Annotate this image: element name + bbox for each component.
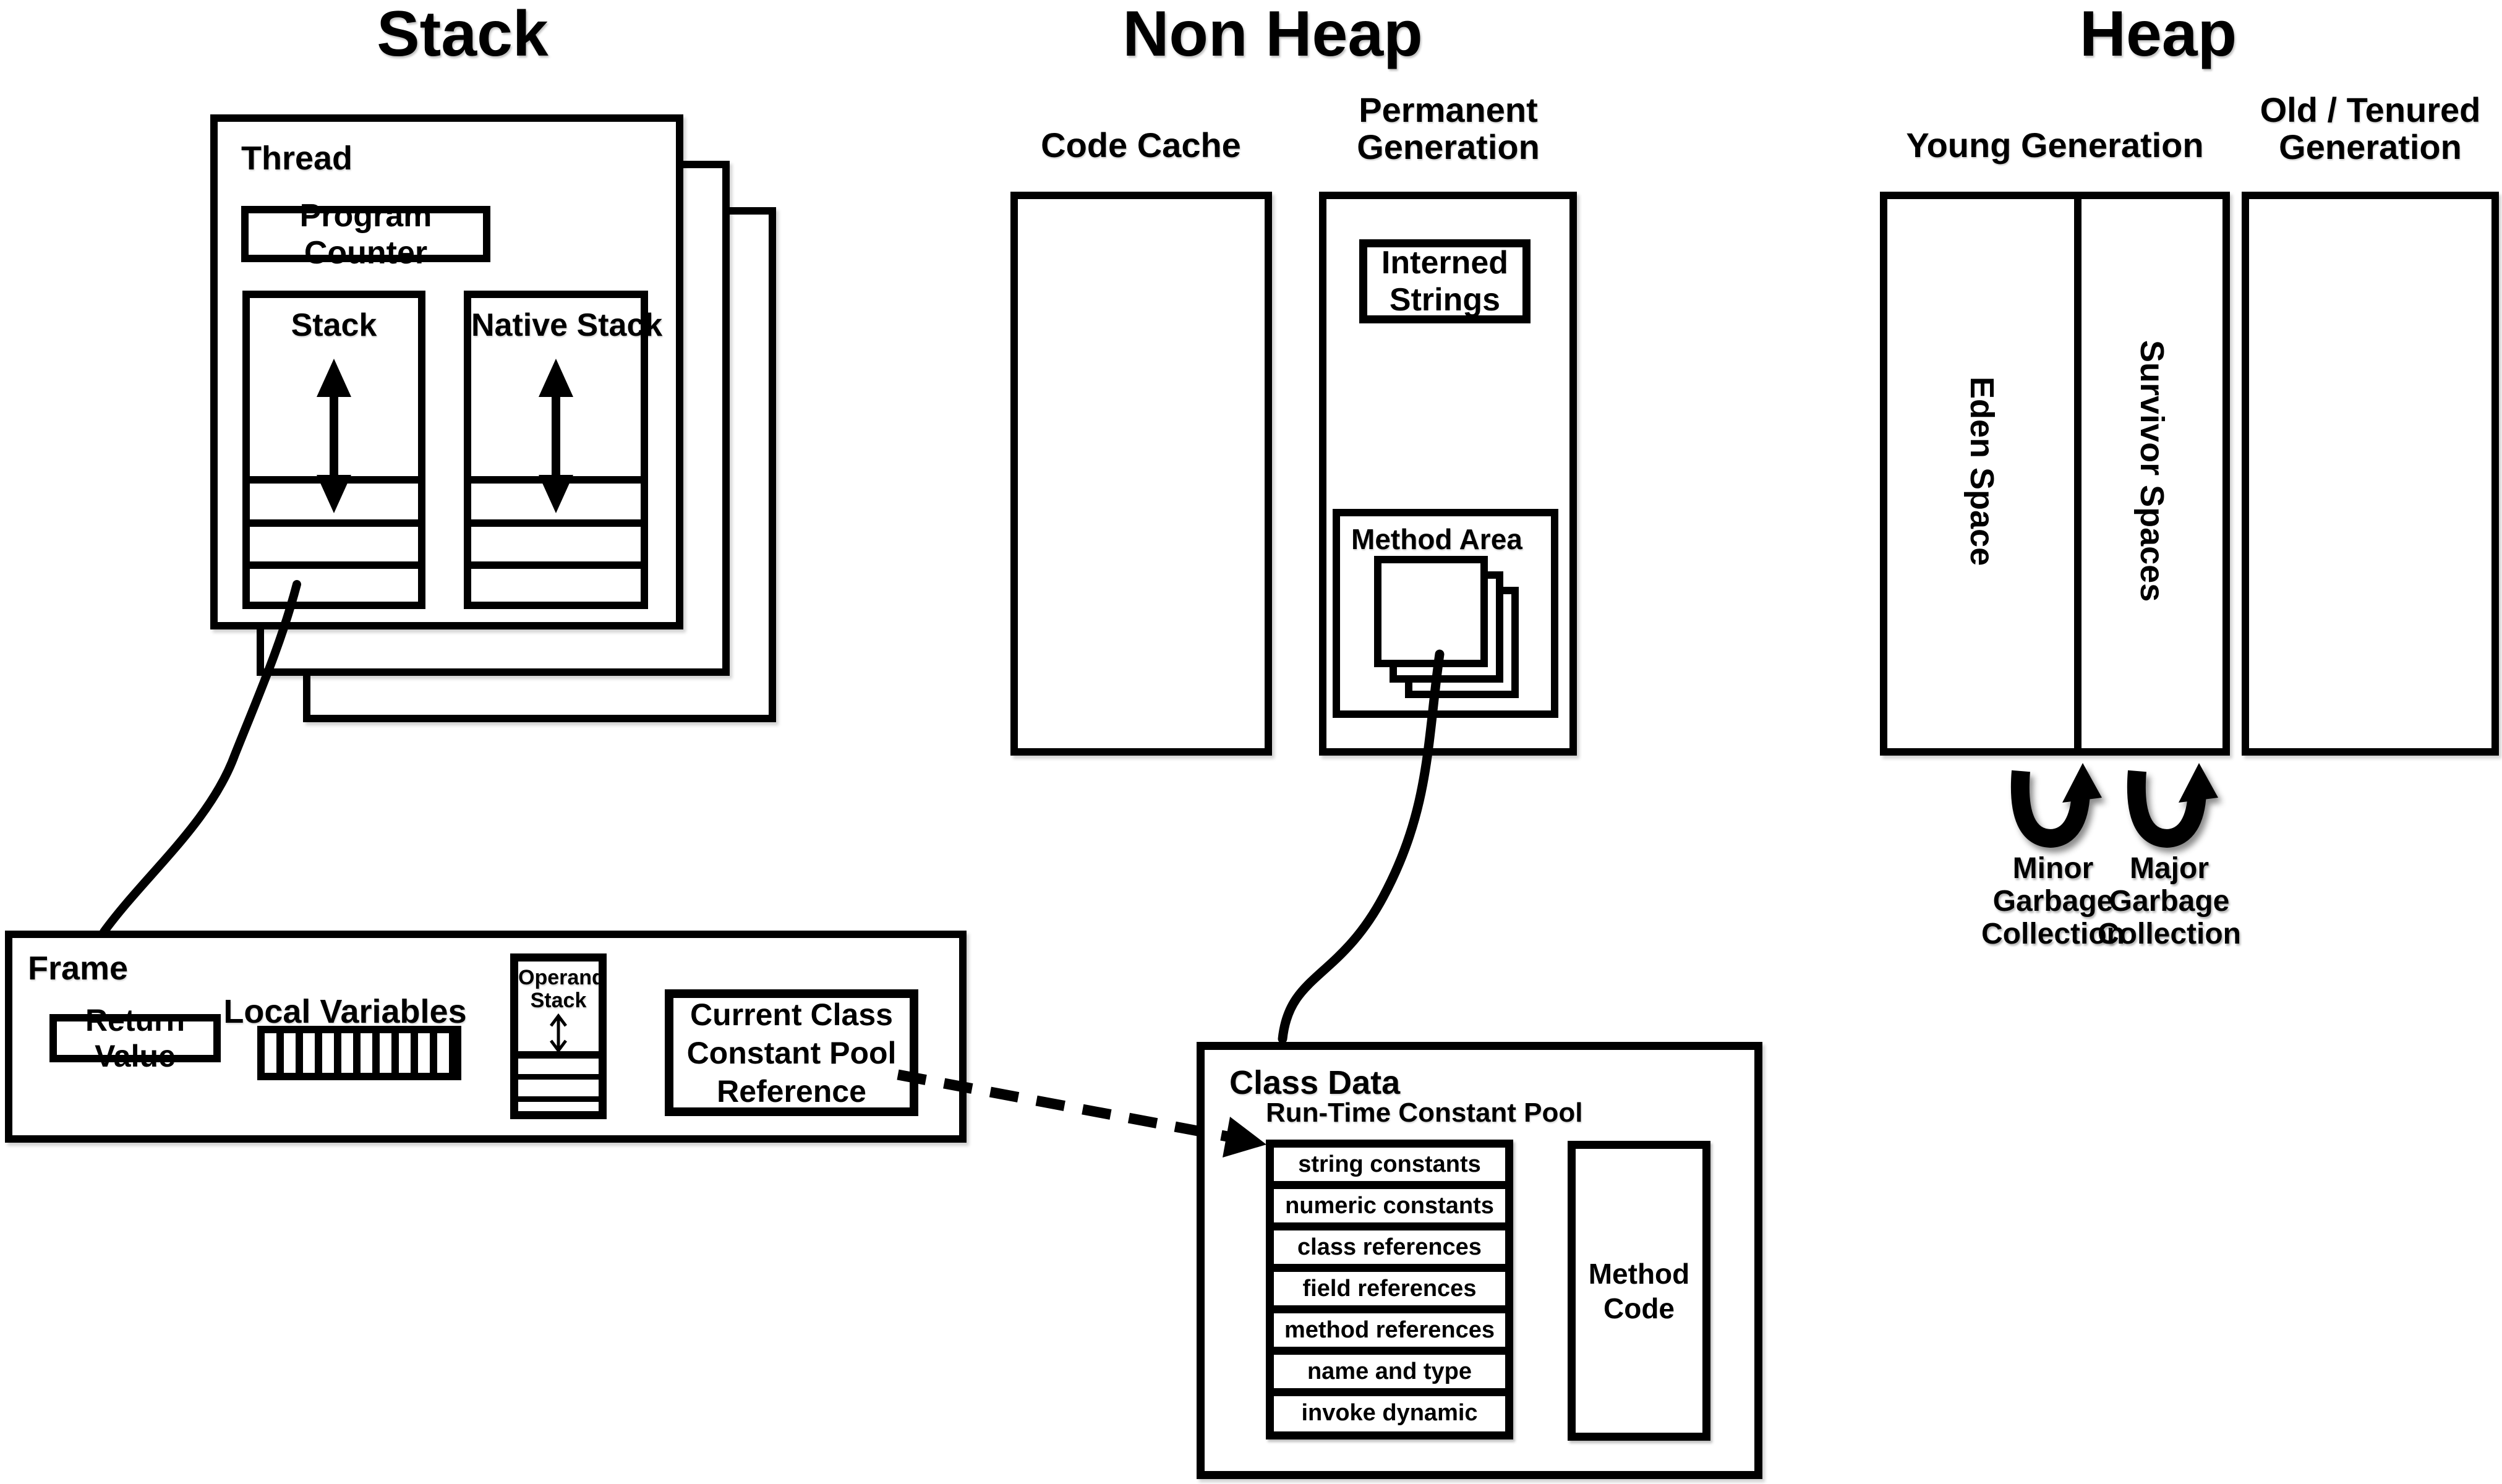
eden-space-label: Eden Space [1963,376,2000,566]
cccpr-line1: Current Class [690,997,893,1032]
major-gc-label-line3: Collection [2097,918,2242,950]
young-generation-divider [2074,199,2081,748]
operand-stack-box: Operand Stack [510,953,607,1119]
local-variables-label: Local Variables [223,993,467,1030]
native-stack-slot-line [471,519,641,527]
stack-inner-label: Stack [291,307,377,343]
permanent-generation-label-line2: Generation [1357,127,1540,166]
cccpr-line2: Constant Pool [686,1035,897,1070]
thread-label: Thread [241,140,353,177]
return-value-label: Return Value [85,1003,186,1073]
constant-pool-row: field references [1274,1272,1505,1313]
interned-strings-box: Interned Strings [1359,239,1531,323]
class-data-box: Class Data Run-Time Constant Pool string… [1197,1042,1762,1479]
native-stack-inner-label: Native Stack [471,307,663,343]
stack-grow-arrow-icon [317,359,351,513]
native-stack-slot-line [471,476,641,484]
stack-slot-line [250,519,418,527]
constant-pool-reference-dashed-arrow [897,1069,1229,1142]
minor-gc-arrow-icon [2010,763,2102,848]
constant-pool-row: numeric constants [1274,1189,1505,1230]
thread-box: Thread Program Counter Stack Native Stac… [210,114,683,629]
native-stack-grow-arrow-icon [539,359,573,513]
code-cache-label: Code Cache [1041,126,1241,164]
permanent-generation-label-line1: Permanent [1359,90,1538,129]
interned-strings-line2: Strings [1389,282,1501,318]
stack-slot-line [250,561,418,569]
operand-stack-grow-arrow-icon [550,1013,567,1053]
operand-stack-slot-line [518,1096,599,1102]
young-generation-box: Eden Space Survivor Spaces [1880,192,2230,756]
young-generation-label: Young Generation [1906,126,2204,164]
major-gc-label-line1: Major [2129,852,2210,885]
heap-section-title: Heap [2079,0,2237,70]
stack-slot-line [250,476,418,484]
runtime-constant-pool-box: string constants numeric constants class… [1266,1140,1513,1439]
minor-gc-label-line2: Garbage [1992,885,2114,918]
class-data-label: Class Data [1229,1064,1401,1101]
method-area-class-data-link-curve [1278,649,1445,1044]
operand-stack-label-line2: Stack [530,989,587,1012]
constant-pool-row: name and type [1274,1355,1505,1396]
old-tenured-label-line2: Generation [2279,127,2462,166]
program-counter-label: Program Counter [299,197,432,271]
stack-frame-link-curve [100,580,301,936]
program-counter-box: Program Counter [241,198,490,271]
frame-label: Frame [28,950,129,987]
native-stack-slot-line [471,561,641,569]
old-tenured-generation-box [2242,192,2499,756]
frame-box: Frame Return Value Local Variables Opera… [5,931,967,1143]
class-page-front [1374,556,1488,667]
cccpr-line3: Reference [717,1073,866,1109]
major-gc-label-line2: Garbage [2109,885,2230,918]
interned-strings-line1: Interned [1381,245,1509,281]
stack-section-title: Stack [377,0,549,70]
constant-pool-row: method references [1274,1313,1505,1355]
current-class-constant-pool-reference-box: Current Class Constant Pool Reference [665,989,918,1116]
constant-pool-reference-arrowhead-icon [1223,1117,1266,1158]
stack-inner-box: Stack [242,291,425,609]
method-code-box: Method Code [1568,1141,1710,1441]
minor-gc-label-line1: Minor [2012,852,2094,885]
method-area-label: Method Area [1351,523,1522,555]
code-cache-box [1010,192,1272,756]
operand-stack-slot-line [518,1074,599,1080]
operand-stack-label-line1: Operand [518,966,605,989]
native-stack-inner-box: Native Stack [464,291,663,609]
major-gc-arrow-icon [2127,763,2218,848]
constant-pool-row: string constants [1274,1148,1505,1189]
method-code-line1: Method [1588,1257,1690,1290]
local-variables-slots [257,1026,461,1080]
non-heap-section-title: Non Heap [1122,0,1423,70]
old-tenured-label-line1: Old / Tenured [2260,90,2481,129]
constant-pool-row: class references [1274,1230,1505,1272]
permanent-generation-box: Interned Strings Method Area [1319,192,1577,756]
return-value-box: Return Value [49,1003,221,1073]
survivor-spaces-label: Survivor Spaces [2133,340,2171,602]
method-code-line2: Code [1603,1292,1675,1324]
method-area-box: Method Area [1333,509,1558,718]
minor-gc-label-line3: Collection [1981,918,2125,950]
operand-stack-slot-line [518,1051,599,1059]
constant-pool-row: invoke dynamic [1274,1396,1505,1430]
